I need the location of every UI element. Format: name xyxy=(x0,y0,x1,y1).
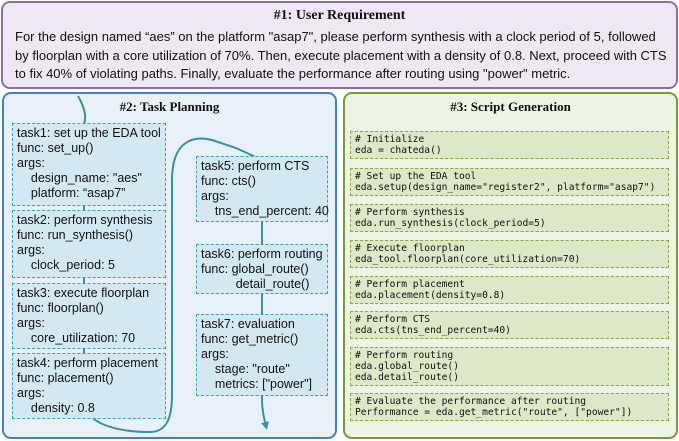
code-line: eda.setup(design_name="register2", platf… xyxy=(355,182,656,193)
code-block: # Evaluate the performance after routing… xyxy=(350,393,669,421)
task-line: task6: perform routing xyxy=(201,247,323,261)
task-line: args: xyxy=(17,386,45,400)
task-line: core_utilization: 70 xyxy=(17,331,136,345)
user-requirement-panel: #1: User Requirement For the design name… xyxy=(1,1,678,89)
code-line: eda.detail_route() xyxy=(355,372,459,383)
code-comment: # Initialize xyxy=(355,134,425,145)
user-requirement-title: #1: User Requirement xyxy=(273,8,406,23)
script-generation-title: #3: Script Generation xyxy=(450,99,571,114)
task-line: func: cts() xyxy=(201,174,256,188)
task-line: func: placement() xyxy=(17,371,114,385)
task-line: args: xyxy=(201,347,229,361)
task-planning-title: #2: Task Planning xyxy=(119,99,220,114)
task-line: task4: perform placement xyxy=(17,356,159,370)
task-line: task3: execute floorplan xyxy=(17,286,150,300)
task-line: task2: perform synthesis xyxy=(17,213,153,227)
code-line: eda_tool.floorplan(core_utilization=70) xyxy=(355,254,581,265)
code-line: eda.placement(density=0.8) xyxy=(355,290,506,301)
task-line: args: xyxy=(17,316,45,330)
task-line: func: get_metric() xyxy=(201,332,299,346)
code-comment: # Perform CTS xyxy=(355,314,431,325)
task-line: metrics: ["power"] xyxy=(201,377,312,391)
task-line: args: xyxy=(17,156,45,170)
task-line: func: run_synthesis() xyxy=(17,228,134,242)
code-line: eda = chateda() xyxy=(355,145,442,156)
code-comment: # Perform routing xyxy=(355,350,454,361)
user-requirement-text: For the design named “aes” on the platfo… xyxy=(15,29,667,81)
task-line: clock_period: 5 xyxy=(17,258,115,272)
task-line: stage: "route" xyxy=(201,362,290,376)
task-line: args: xyxy=(17,243,45,257)
code-comment: # Evaluate the performance after routing xyxy=(355,396,587,407)
task-line: platform: “asap7” xyxy=(17,186,126,200)
task-line: design_name: "aes" xyxy=(17,171,142,185)
task-line: detail_route() xyxy=(201,277,310,291)
task-line: task1: set up the EDA tool xyxy=(17,126,161,140)
task-line: args: xyxy=(201,189,229,203)
task-line: density: 0.8 xyxy=(17,401,95,415)
code-line: eda.run_synthesis(clock_period=5) xyxy=(355,218,546,229)
code-comment: # Set up the EDA tool xyxy=(355,171,477,182)
task-line: func: global_route() xyxy=(201,262,309,276)
code-comment: # Perform placement xyxy=(355,279,465,290)
task-line: func: floorplan() xyxy=(17,301,104,315)
code-line: Performance = eda.get_metric("route", ["… xyxy=(355,407,633,418)
code-line: eda.cts(tns_end_percent=40) xyxy=(355,325,511,336)
task-line: func: set_up() xyxy=(17,141,94,155)
task-line: task7: evaluation xyxy=(201,317,295,331)
code-comment: # Perform synthesis xyxy=(355,207,465,218)
task-line: tns_end_percent: 40 xyxy=(201,204,329,218)
code-comment: # Execute floorplan xyxy=(355,243,465,254)
task-line: task5: perform CTS xyxy=(201,159,310,173)
code-line: eda.global_route() xyxy=(355,361,459,372)
